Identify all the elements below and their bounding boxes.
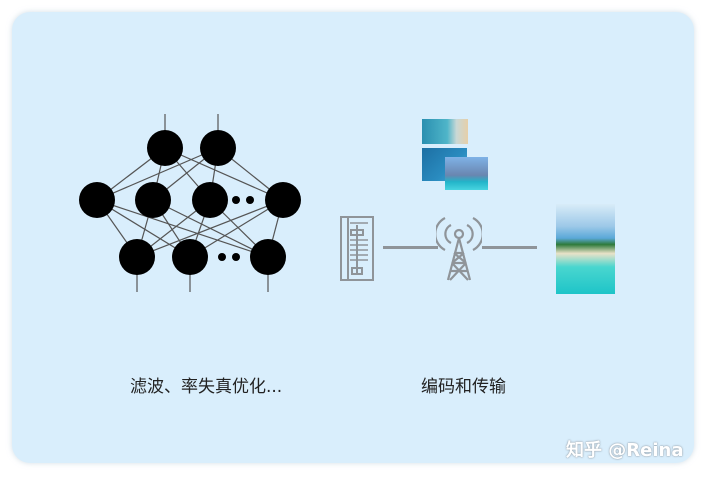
coding-label: 编码和传输: [421, 377, 506, 397]
connector-line-2: [482, 246, 537, 249]
watermark: 知乎 @Reina: [566, 440, 684, 461]
signal-tower-icon: [436, 217, 482, 281]
neural-network-icon: [79, 114, 301, 292]
image-stack: [422, 119, 488, 191]
beach-image: [556, 204, 615, 294]
filtering-label: 滤波、率失真优化...: [130, 377, 283, 397]
ocean-image-1: [422, 119, 468, 144]
city-image: [445, 157, 488, 190]
connector-line-1: [383, 246, 438, 249]
encoder-icon: [340, 216, 374, 281]
